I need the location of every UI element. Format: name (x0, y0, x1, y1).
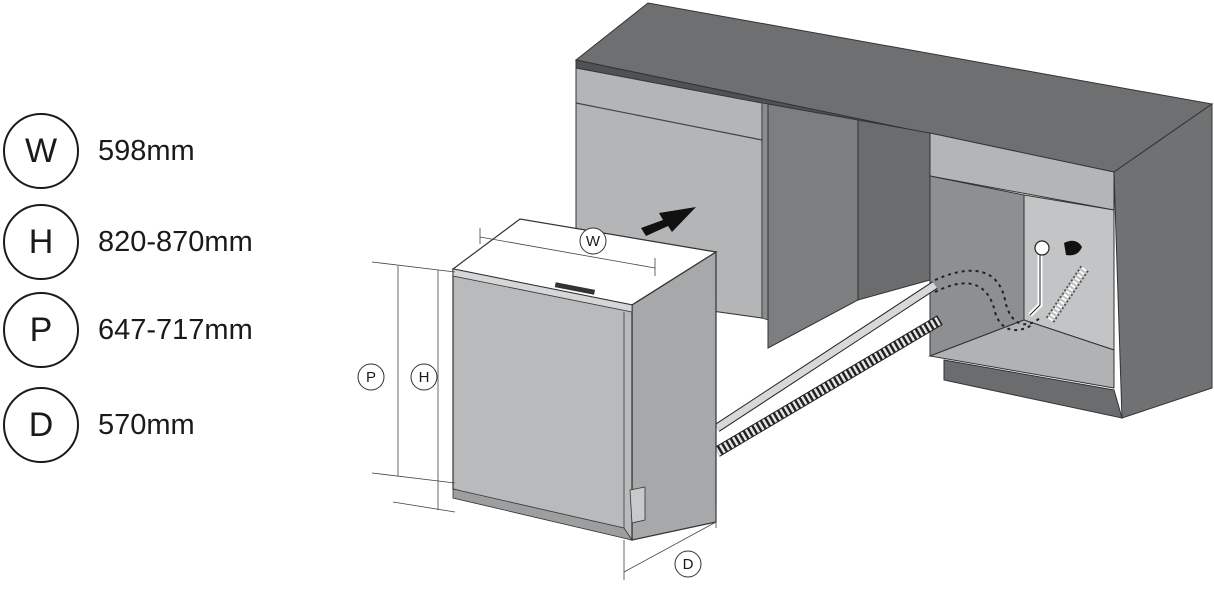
tap-icon (1034, 240, 1050, 256)
hose-lower-rib (714, 316, 943, 456)
legend-row-height: H 820-870mm (3, 201, 323, 283)
dimension-legend: W 598mm H 820-870mm P 647-717mm D 570mm (0, 0, 330, 589)
depth-value: 570mm (98, 408, 195, 441)
socket-icon (1064, 240, 1082, 256)
appliance-plinth (452, 488, 633, 541)
d-dimension-line (623, 521, 717, 573)
appliance-control-strip (452, 268, 633, 313)
hose-dotted-1 (934, 269, 1041, 326)
height-value: 820-870mm (98, 225, 253, 258)
niche-left-wall (767, 103, 859, 349)
legend-row-width: W 598mm (3, 110, 323, 192)
appliance-foot (629, 486, 646, 524)
cabinet-right-side (1113, 103, 1213, 419)
h-label: H (419, 369, 430, 386)
p-symbol: P (3, 292, 79, 368)
drawer-divider (575, 102, 763, 141)
width-symbol: W (3, 113, 79, 189)
left-cabinet-side (761, 102, 769, 321)
water-pipe-outline (1029, 255, 1041, 316)
drain-pipe-stub-outline (1047, 266, 1088, 322)
p-label: P (366, 369, 376, 386)
p-tick-top (371, 261, 456, 273)
h-tick-bottom (392, 501, 456, 513)
d-label: D (683, 556, 694, 573)
legend-row-p: P 647-717mm (3, 289, 323, 371)
p-value: 647-717mm (98, 313, 253, 346)
legend-row-depth: D 570mm (3, 384, 323, 466)
niche-back-wall (857, 119, 931, 301)
d-label-circle (674, 550, 702, 578)
p-tick-bottom (371, 472, 456, 484)
appliance-control-buttons (554, 282, 596, 295)
right-cabinet-plinth (943, 359, 1123, 419)
w-label-circle (579, 227, 607, 255)
hose-upper-inner (715, 282, 937, 431)
h-label-circle (410, 363, 438, 391)
sink-cavity-floor (928, 319, 1115, 389)
p-label-circle (357, 363, 385, 391)
height-symbol: H (3, 204, 79, 280)
width-value: 598mm (98, 134, 195, 167)
insert-direction-arrow (641, 207, 696, 236)
w-label: W (586, 233, 601, 250)
depth-symbol: D (3, 387, 79, 463)
hose-dotted-2 (934, 282, 1033, 332)
w-dimension-line (479, 236, 656, 269)
